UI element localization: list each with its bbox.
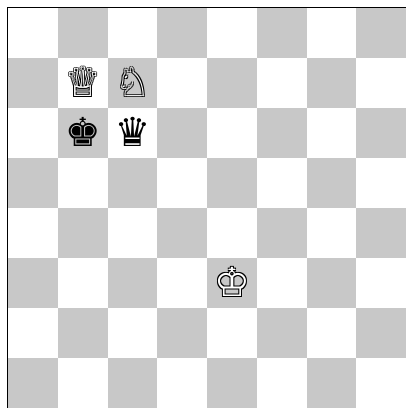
square-c2[interactable] (108, 308, 158, 358)
square-b7[interactable]: ♕ (58, 58, 108, 108)
white-knight-icon[interactable]: ♘ (114, 63, 150, 103)
square-a8[interactable] (8, 8, 58, 58)
square-d6[interactable] (157, 108, 207, 158)
square-a6[interactable] (8, 108, 58, 158)
square-h6[interactable] (356, 108, 406, 158)
square-f5[interactable] (257, 158, 307, 208)
square-h1[interactable] (356, 358, 406, 408)
square-a4[interactable] (8, 208, 58, 258)
square-e7[interactable] (207, 58, 257, 108)
square-c7[interactable]: ♘ (108, 58, 158, 108)
square-f1[interactable] (257, 358, 307, 408)
square-b3[interactable] (58, 258, 108, 308)
square-h4[interactable] (356, 208, 406, 258)
square-e8[interactable] (207, 8, 257, 58)
square-e4[interactable] (207, 208, 257, 258)
square-f2[interactable] (257, 308, 307, 358)
square-f6[interactable] (257, 108, 307, 158)
square-b1[interactable] (58, 358, 108, 408)
square-a3[interactable] (8, 258, 58, 308)
square-h7[interactable] (356, 58, 406, 108)
square-e5[interactable] (207, 158, 257, 208)
square-d7[interactable] (157, 58, 207, 108)
square-g3[interactable] (307, 258, 357, 308)
square-g1[interactable] (307, 358, 357, 408)
square-g4[interactable] (307, 208, 357, 258)
square-h3[interactable] (356, 258, 406, 308)
square-a2[interactable] (8, 308, 58, 358)
black-queen-icon[interactable]: ♛ (114, 113, 150, 153)
square-e6[interactable] (207, 108, 257, 158)
square-d2[interactable] (157, 308, 207, 358)
square-d8[interactable] (157, 8, 207, 58)
white-queen-icon[interactable]: ♕ (65, 63, 101, 103)
square-h5[interactable] (356, 158, 406, 208)
square-g2[interactable] (307, 308, 357, 358)
square-c5[interactable] (108, 158, 158, 208)
square-b4[interactable] (58, 208, 108, 258)
square-d3[interactable] (157, 258, 207, 308)
square-c3[interactable] (108, 258, 158, 308)
square-c1[interactable] (108, 358, 158, 408)
square-f4[interactable] (257, 208, 307, 258)
square-d4[interactable] (157, 208, 207, 258)
square-g7[interactable] (307, 58, 357, 108)
square-f3[interactable] (257, 258, 307, 308)
square-g6[interactable] (307, 108, 357, 158)
square-h8[interactable] (356, 8, 406, 58)
chess-board: ♕ ♘ ♚ ♛ ♔ (7, 7, 406, 408)
square-c6[interactable]: ♛ (108, 108, 158, 158)
square-e1[interactable] (207, 358, 257, 408)
white-king-icon[interactable]: ♔ (214, 263, 250, 303)
square-a1[interactable] (8, 358, 58, 408)
square-e2[interactable] (207, 308, 257, 358)
square-f8[interactable] (257, 8, 307, 58)
square-d1[interactable] (157, 358, 207, 408)
square-g5[interactable] (307, 158, 357, 208)
square-b5[interactable] (58, 158, 108, 208)
square-f7[interactable] (257, 58, 307, 108)
square-g8[interactable] (307, 8, 357, 58)
square-b8[interactable] (58, 8, 108, 58)
square-d5[interactable] (157, 158, 207, 208)
square-c4[interactable] (108, 208, 158, 258)
black-king-icon[interactable]: ♚ (65, 113, 101, 153)
square-b2[interactable] (58, 308, 108, 358)
square-e3[interactable]: ♔ (207, 258, 257, 308)
square-h2[interactable] (356, 308, 406, 358)
square-a7[interactable] (8, 58, 58, 108)
square-a5[interactable] (8, 158, 58, 208)
square-c8[interactable] (108, 8, 158, 58)
square-b6[interactable]: ♚ (58, 108, 108, 158)
